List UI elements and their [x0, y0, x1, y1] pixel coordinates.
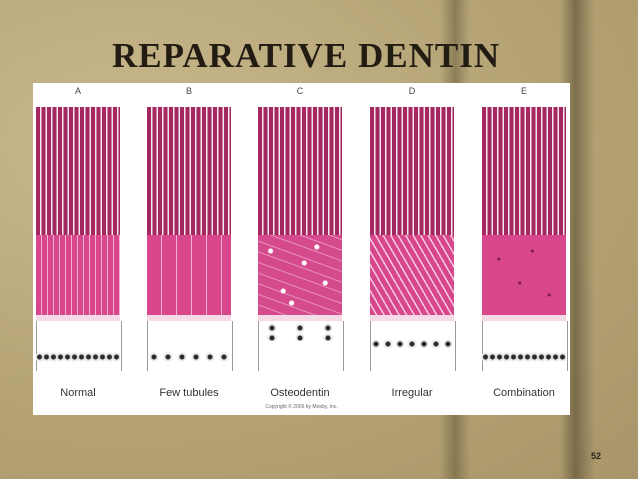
odontoblast-cells — [482, 348, 566, 366]
reparative-dentin-zone — [36, 235, 120, 315]
panel-normal: A Normal — [36, 83, 122, 415]
page-number: 52 — [591, 451, 602, 461]
reparative-dentin-zone — [147, 235, 231, 315]
predentin-layer — [147, 315, 231, 321]
primary-dentin-tubules — [370, 107, 454, 235]
odontoblast-cells — [370, 335, 454, 353]
panel-caption: Irregular — [391, 387, 433, 399]
panel-osteodentin: C Osteodentin — [258, 83, 344, 415]
reparative-dentin-zone — [370, 235, 454, 315]
panel-letter: E — [520, 86, 527, 96]
predentin-layer — [258, 315, 342, 321]
odontoblast-cells — [258, 323, 342, 341]
panel-few-tubules: B Few tubules — [147, 83, 233, 415]
panel-caption: Few tubules — [159, 387, 219, 399]
figure-copyright: Copyright © 2006 by Mosby, Inc. — [265, 404, 338, 410]
panel-letter: C — [296, 86, 304, 96]
panel-irregular: D Irregular — [370, 83, 456, 415]
panel-caption: Osteodentin — [270, 387, 330, 399]
panel-combination: E Combination — [482, 83, 568, 415]
reparative-dentin-zone — [258, 235, 342, 315]
primary-dentin-tubules — [147, 107, 231, 235]
panel-letter: D — [408, 86, 416, 96]
predentin-layer — [36, 315, 120, 321]
odontoblast-cells — [147, 348, 231, 366]
odontoblast-cells — [36, 348, 120, 366]
panel-caption: Normal — [60, 387, 96, 399]
panel-letter: B — [185, 86, 192, 96]
predentin-layer — [370, 315, 454, 321]
predentin-layer — [482, 315, 566, 321]
primary-dentin-tubules — [36, 107, 120, 235]
panel-letter: A — [74, 86, 81, 96]
primary-dentin-tubules — [258, 107, 342, 235]
slide-title: REPARATIVE DENTIN — [112, 36, 501, 75]
reparative-dentin-zone — [482, 235, 566, 315]
primary-dentin-tubules — [482, 107, 566, 235]
reparative-dentin-figure: A Normal B Few tubules C Osteodentin D I… — [33, 83, 570, 415]
panel-caption: Combination — [493, 387, 555, 399]
